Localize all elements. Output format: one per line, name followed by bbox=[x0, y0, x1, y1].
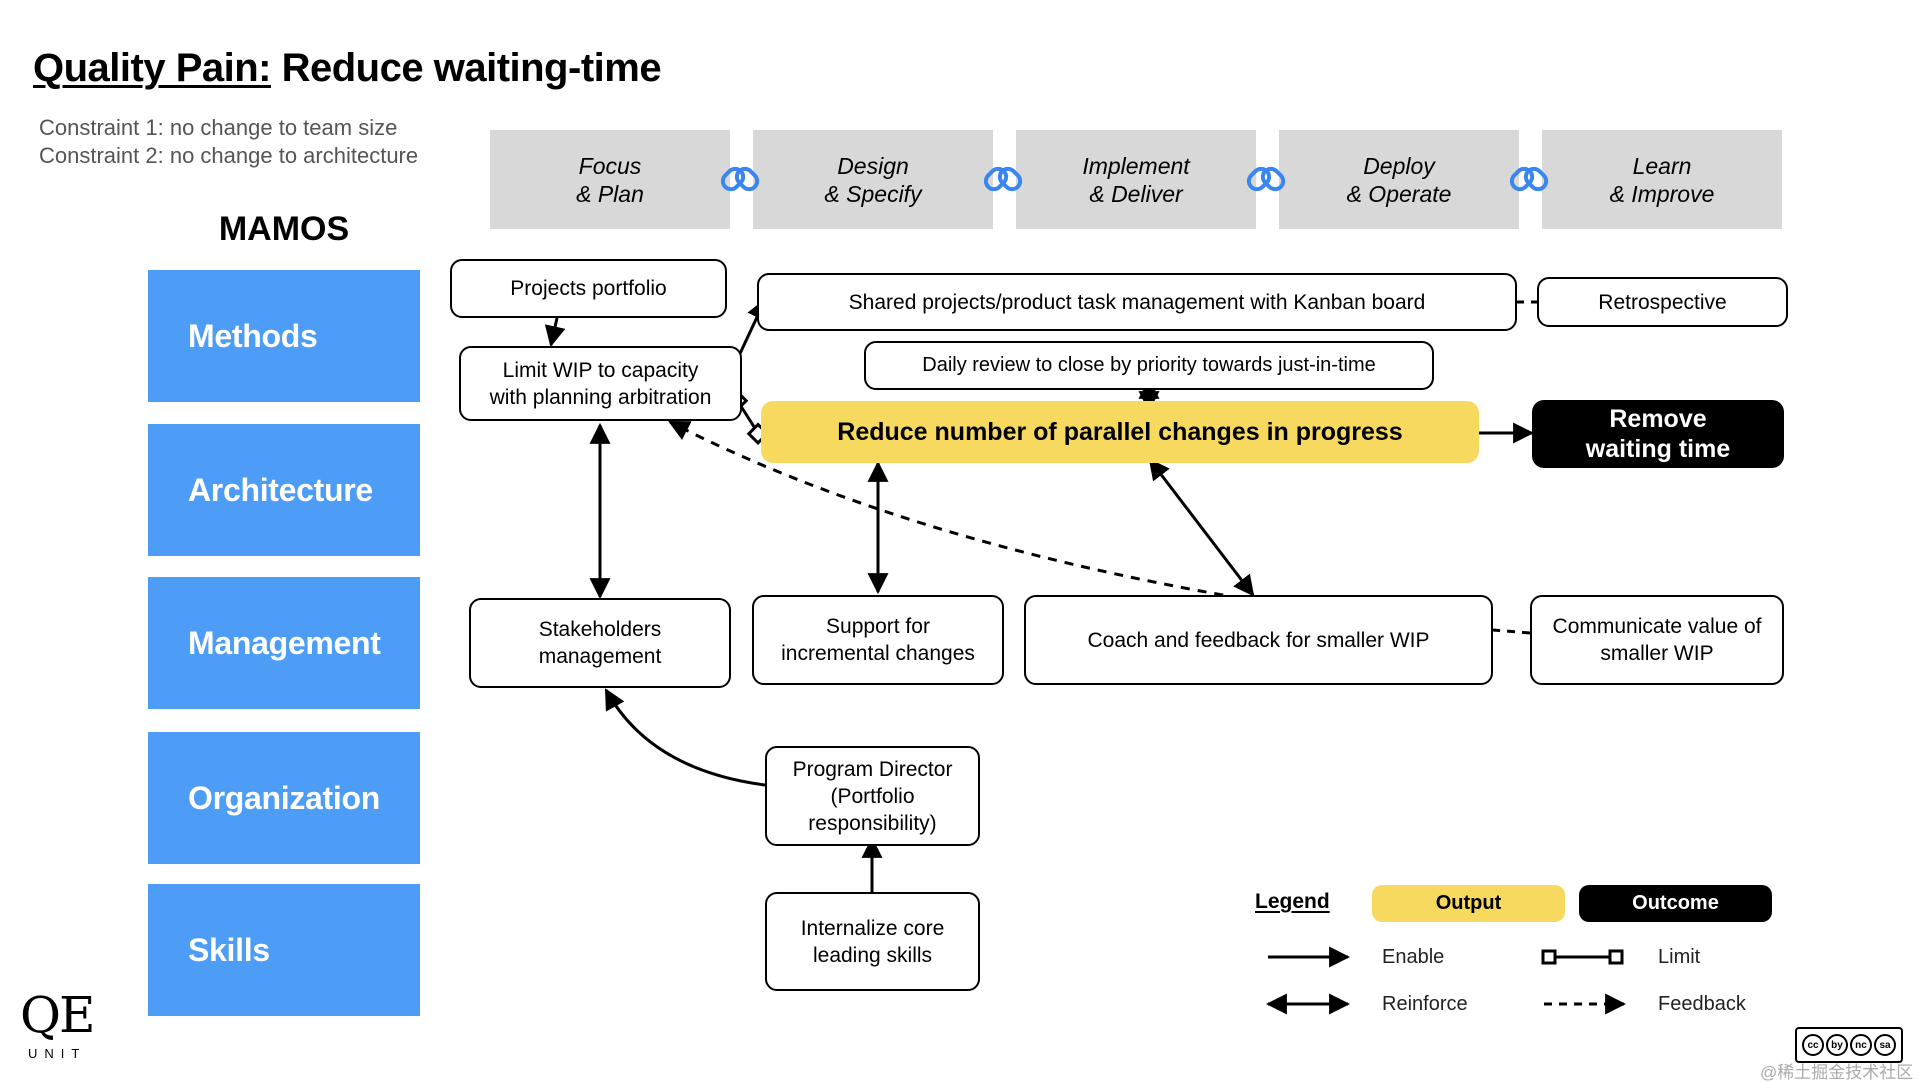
legend-feedback-label: Feedback bbox=[1658, 993, 1746, 1015]
node-line: Limit WIP to capacity bbox=[502, 358, 699, 382]
cc-icon: cc bbox=[1802, 1034, 1824, 1056]
node-shared-kanban: Shared projects/product task management … bbox=[757, 273, 1517, 331]
legend-reinforce-label: Reinforce bbox=[1382, 993, 1468, 1015]
mamos-skills: Skills bbox=[148, 884, 420, 1016]
node-line: responsibility) bbox=[808, 811, 937, 835]
phase-line2: & Plan bbox=[576, 180, 644, 207]
mamos-title: MAMOS bbox=[218, 210, 350, 248]
phase-line1: Deploy bbox=[1363, 152, 1435, 179]
title-rest: Reduce waiting-time bbox=[271, 46, 662, 90]
node-line: Support for bbox=[826, 615, 930, 638]
node-line: waiting time bbox=[1585, 435, 1731, 463]
node-coach-feedback: Coach and feedback for smaller WIP bbox=[1024, 595, 1493, 685]
page-title: Quality Pain: Reduce waiting-time bbox=[33, 46, 662, 91]
link-icon bbox=[983, 166, 1023, 192]
mamos-architecture: Architecture bbox=[148, 424, 420, 556]
link-icon bbox=[1246, 166, 1286, 192]
legend-outcome-badge: Outcome bbox=[1579, 885, 1772, 922]
qe-unit-logo: QE bbox=[20, 986, 95, 1044]
legend-limit-label: Limit bbox=[1658, 946, 1701, 968]
arrow-reduce-coach bbox=[1148, 458, 1255, 597]
node-line: Remove bbox=[1609, 405, 1707, 433]
legend-limit-end bbox=[1608, 949, 1624, 965]
link-icon bbox=[720, 166, 760, 192]
mamos-management: Management bbox=[148, 577, 420, 709]
title-highlight: Quality Pain: bbox=[33, 46, 272, 90]
legend-limit-end bbox=[1541, 949, 1557, 965]
phase-line1: Implement bbox=[1082, 152, 1190, 179]
node-program-director: Program Director (Portfolio responsibili… bbox=[765, 746, 980, 846]
link-icon bbox=[1509, 166, 1549, 192]
phase-line1: Learn bbox=[1632, 152, 1692, 179]
arrow-portfolio-to-limit-wip bbox=[544, 317, 566, 348]
phase-line2: & Operate bbox=[1346, 180, 1452, 207]
phase-implement-deliver: Implement & Deliver bbox=[1016, 130, 1256, 229]
node-daily-review: Daily review to close by priority toward… bbox=[864, 341, 1434, 390]
node-line: Communicate value of bbox=[1552, 615, 1762, 638]
node-line: Stakeholders bbox=[538, 618, 662, 641]
phase-deploy-operate: Deploy & Operate bbox=[1279, 130, 1519, 229]
node-remove-waiting-time: Remove waiting time bbox=[1532, 400, 1784, 468]
node-internalize-skills: Internalize core leading skills bbox=[765, 892, 980, 991]
node-communicate-value: Communicate value of smaller WIP bbox=[1530, 595, 1784, 685]
constraint-1: Constraint 1: no change to team size bbox=[39, 115, 398, 140]
by-icon: by bbox=[1826, 1034, 1848, 1056]
qe-unit-logo-sub: UNIT bbox=[28, 1046, 87, 1061]
constraint-2: Constraint 2: no change to architecture bbox=[39, 143, 419, 168]
node-line: (Portfolio bbox=[830, 784, 915, 808]
node-line: leading skills bbox=[812, 943, 933, 967]
phase-line2: & Specify bbox=[824, 180, 922, 207]
cc-license-badge: cc by nc sa bbox=[1795, 1027, 1903, 1063]
phase-line1: Design bbox=[837, 152, 909, 179]
node-limit-wip: Limit WIP to capacity with planning arbi… bbox=[459, 346, 742, 421]
arrow-program-director-to-stakeholders bbox=[604, 688, 766, 787]
mamos-methods: Methods bbox=[148, 270, 420, 402]
sa-icon: sa bbox=[1874, 1034, 1896, 1056]
phase-focus-plan: Focus & Plan bbox=[490, 130, 730, 229]
watermark: @稀土掘金技术社区 bbox=[1760, 1063, 1914, 1082]
node-line: incremental changes bbox=[781, 642, 975, 665]
node-projects-portfolio: Projects portfolio bbox=[450, 259, 727, 318]
legend-title: Legend bbox=[1255, 890, 1330, 913]
legend-output-badge: Output bbox=[1372, 885, 1565, 922]
node-reduce-parallel: Reduce number of parallel changes in pro… bbox=[761, 401, 1479, 463]
node-stakeholders: Stakeholders management bbox=[469, 598, 731, 688]
node-line: smaller WIP bbox=[1600, 642, 1714, 665]
legend-enable-label: Enable bbox=[1382, 946, 1445, 968]
node-line: Program Director bbox=[792, 757, 953, 781]
phase-line2: & Deliver bbox=[1089, 180, 1183, 207]
phase-learn-improve: Learn & Improve bbox=[1542, 130, 1782, 229]
phase-line2: & Improve bbox=[1609, 180, 1715, 207]
node-support-incremental: Support for incremental changes bbox=[752, 595, 1004, 685]
mamos-organization: Organization bbox=[148, 732, 420, 864]
node-line: Internalize core bbox=[800, 916, 945, 940]
phase-design-specify: Design & Specify bbox=[753, 130, 993, 229]
arrow-communicate-to-coach bbox=[1492, 628, 1531, 635]
phase-line1: Focus bbox=[578, 152, 642, 179]
node-line: management bbox=[538, 645, 662, 668]
nc-icon: nc bbox=[1850, 1034, 1872, 1056]
node-line: with planning arbitration bbox=[489, 385, 712, 409]
node-retrospective: Retrospective bbox=[1537, 277, 1788, 327]
